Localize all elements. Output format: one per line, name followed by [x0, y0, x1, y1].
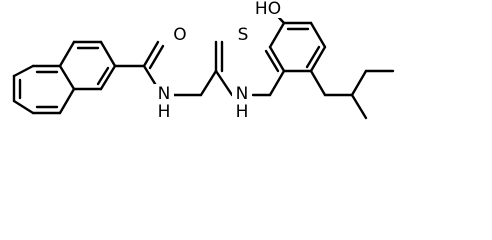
chemical-structure-diagram: O N H S N H HO	[12, 0, 395, 122]
bond	[268, 45, 286, 73]
bond	[309, 69, 327, 97]
amide-hydrogen-label: H	[158, 102, 171, 122]
bond	[58, 64, 76, 91]
bond	[12, 64, 35, 78]
label-background	[252, 0, 286, 18]
bond	[142, 40, 160, 68]
naphthalene-ring	[12, 40, 117, 115]
label-background	[232, 84, 252, 104]
label-background	[233, 26, 253, 46]
sec-butyl-group	[309, 69, 395, 120]
atom-labels: O N H S N H HO	[154, 0, 286, 122]
bond	[264, 49, 280, 73]
bond	[214, 69, 234, 97]
bond	[199, 69, 218, 97]
label-background	[170, 26, 190, 46]
anilino-nitrogen-label: N	[236, 84, 249, 104]
bond	[148, 44, 165, 70]
amide-group	[113, 40, 165, 89]
bond	[350, 93, 368, 120]
label-background	[154, 84, 174, 104]
phenol-ring	[251, 21, 327, 97]
bond	[142, 64, 159, 89]
carbonyl-oxygen-label: O	[173, 25, 186, 45]
bond	[268, 21, 286, 49]
sulfur-label: S	[238, 25, 249, 45]
bond	[309, 21, 327, 49]
bond	[309, 45, 327, 73]
anilino-hydrogen-label: H	[236, 102, 249, 122]
bond	[96, 66, 110, 86]
bond	[350, 69, 368, 97]
bond	[99, 40, 117, 68]
bond	[12, 99, 35, 115]
hydroxyl-label: HO	[255, 0, 281, 19]
bond	[268, 69, 286, 97]
bond	[305, 45, 321, 69]
molecule-canvas: O N H S N H HO	[12, 0, 395, 122]
thiourea-group	[172, 40, 234, 97]
bond	[58, 87, 76, 115]
bond	[58, 40, 76, 68]
bond	[99, 64, 117, 91]
amide-nitrogen-label: N	[158, 84, 171, 104]
